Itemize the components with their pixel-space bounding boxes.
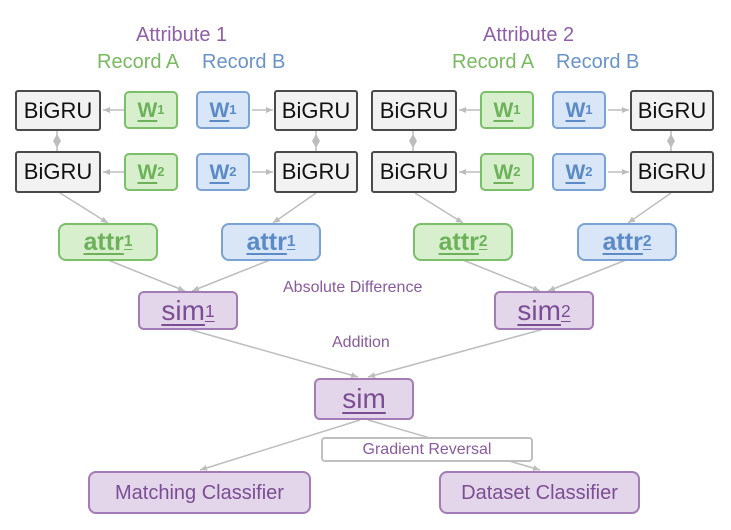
matching-classifier-node: Matching Classifier (88, 471, 311, 514)
attribute-2-record-b-label: Record B (556, 51, 640, 73)
arrow-sim1-sim (187, 328, 359, 378)
addition-label: Addition (332, 334, 390, 351)
attribute-2-title: Attribute 2 (483, 24, 575, 46)
attribute-1-record-a-label: Record A (97, 51, 180, 73)
gradient-reversal-box: Gradient Reversal (321, 437, 533, 462)
attribute-1-record-b-label: Record B (202, 51, 286, 73)
arrow-sim-matching (199, 419, 361, 471)
arrow-bigru-attr2-a (414, 192, 464, 224)
bigru-attr2-record-b-top: BiGRU (630, 90, 714, 131)
absolute-difference-label: Absolute Difference (283, 279, 423, 296)
bigru-attr1-record-b-top: BiGRU (274, 90, 358, 131)
arrow-attr2b-sim2 (547, 259, 627, 292)
bigru-attr1-record-a-bottom: BiGRU (15, 151, 101, 193)
dataset-classifier-node: Dataset Classifier (439, 471, 640, 514)
arrow-bigru-attr1-b (272, 192, 317, 224)
arrow-attr2a-sim2 (462, 259, 541, 292)
bigru-attr1-record-b-bottom: BiGRU (274, 151, 358, 193)
attribute-2-record-a-label: Record A (452, 51, 535, 73)
arrow-bigru-attr2-b (627, 192, 672, 224)
bigru-attr1-record-a-top: BiGRU (15, 90, 101, 131)
arrow-bigru-attr1-a (59, 192, 109, 224)
bigru-attr2-record-b-bottom: BiGRU (630, 151, 714, 193)
arrow-sim2-sim (367, 328, 545, 379)
bigru-attr2-record-a-bottom: BiGRU (371, 151, 457, 193)
arrow-attr1a-sim1 (107, 259, 186, 292)
arrow-attr1b-sim1 (191, 259, 271, 292)
sim-node: sim (314, 378, 414, 420)
attribute-1-title: Attribute 1 (136, 24, 228, 46)
bigru-attr2-record-a-top: BiGRU (371, 90, 457, 131)
